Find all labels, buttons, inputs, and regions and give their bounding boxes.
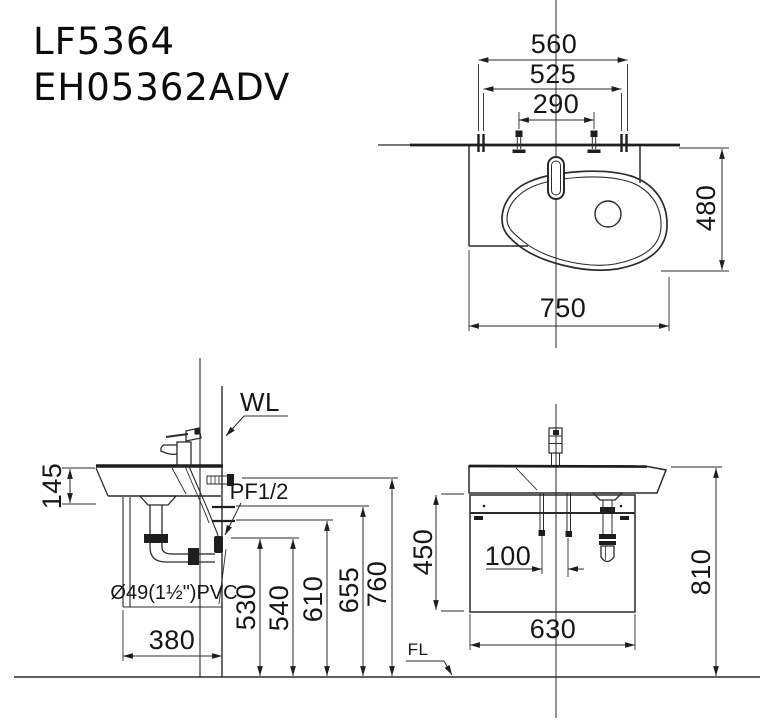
dim-290-label: 290 <box>532 88 580 119</box>
dim-145-label: 145 <box>36 462 67 510</box>
supply-connection-label: PF1/2 <box>229 479 289 504</box>
p-trap <box>138 495 223 565</box>
dim-610-label: 610 <box>297 575 328 623</box>
dim-560-label: 560 <box>530 28 578 59</box>
mounting-bolt-side <box>206 474 234 486</box>
mounting-bolt-left <box>512 130 526 153</box>
dim-630-label: 630 <box>529 613 577 644</box>
dim-450-label: 450 <box>407 528 438 576</box>
dim-380-label: 380 <box>148 624 196 655</box>
mounting-bolt-right <box>587 130 601 153</box>
dim-480-label: 480 <box>690 184 721 232</box>
bottle-trap-front <box>591 492 624 563</box>
dim-760-label: 760 <box>361 560 392 608</box>
dim-540-label: 540 <box>263 584 294 632</box>
product-code-primary: LF5364 <box>33 20 176 63</box>
faucet-side <box>160 427 202 467</box>
floor-line-label: FL <box>407 640 429 659</box>
dim-525-label: 525 <box>529 58 577 89</box>
product-code-secondary: EH05362ADV <box>33 66 291 109</box>
front-view-linework <box>406 404 722 718</box>
dim-810-label: 810 <box>685 548 716 596</box>
faucet-front <box>548 427 563 466</box>
dim-530-label: 530 <box>230 583 261 631</box>
plan-view-linework <box>378 0 729 348</box>
drain-pipe-size-label: Ø49(1½")PVC <box>110 581 238 604</box>
wall-line-label: WL <box>240 386 280 417</box>
dim-750-label: 750 <box>539 292 587 323</box>
side-view-linework <box>14 358 760 678</box>
dim-100-label: 100 <box>484 540 532 571</box>
